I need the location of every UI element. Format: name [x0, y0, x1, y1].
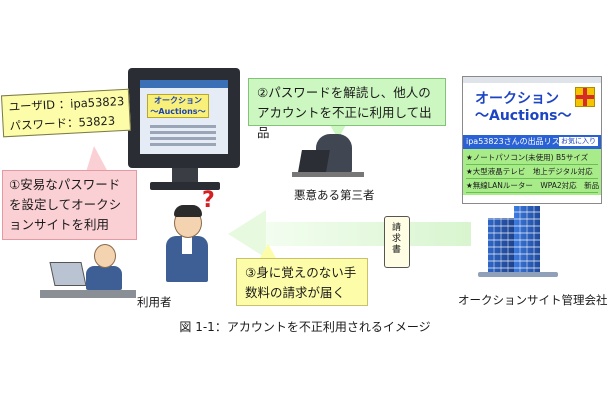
company-building-tower	[514, 206, 540, 274]
auction-site-screenshot: オークション 〜Auctions〜 ipa53823さんの出品リスト お気に入り…	[462, 76, 602, 204]
auction-item: ★無線LANルーター WPA2対応 新品	[466, 179, 599, 193]
laptop-user-head	[94, 244, 116, 268]
monitor-line	[150, 131, 216, 134]
auction-company-label: オークションサイト管理会社	[458, 293, 608, 307]
auction-list-title: ipa53823さんの出品リスト	[466, 137, 568, 146]
step1-callout: ①安易なパスワードを設定してオークションサイトを利用	[2, 170, 137, 240]
credentials-note: ユーザID ：ipa53823 パスワード：53823	[0, 88, 132, 138]
auction-title-line2: 〜Auctions〜	[475, 108, 572, 124]
step3-callout-tail	[260, 244, 276, 258]
auction-item: ★大型液晶テレビ 地上デジタル対応	[466, 165, 598, 179]
auction-banner: オークション 〜Auctions〜	[463, 83, 601, 135]
auction-browser-bar	[463, 77, 601, 83]
monitor-line	[150, 137, 216, 140]
laptop-desk	[40, 290, 136, 298]
favorite-badge: お気に入り	[559, 137, 598, 146]
malicious-third-party-label: 悪意ある第三者	[294, 188, 375, 202]
invoice-arrow-head	[228, 210, 266, 258]
monitor-content-lines	[150, 122, 216, 149]
company-building-icon	[488, 218, 516, 274]
monitor-auction-title-2: 〜Auctions〜	[150, 107, 206, 116]
step1-callout-tail	[86, 146, 108, 172]
laptop-icon	[49, 262, 87, 286]
gift-box-icon	[575, 87, 595, 107]
question-mark-icon: ?	[202, 188, 215, 213]
company-building-ground	[478, 272, 558, 277]
auction-title: オークション 〜Auctions〜	[475, 91, 572, 125]
invoice-label: 請求書	[392, 223, 402, 255]
monitor-auction-title-1: オークション	[154, 96, 202, 105]
figure-caption: 図 1-1：アカウントを不正利用されるイメージ	[179, 320, 431, 334]
monitor-base	[150, 182, 220, 190]
monitor-line	[150, 143, 216, 146]
step3-callout: ③身に覚えのない手数料の請求が届く	[236, 258, 368, 306]
user-figure-shirt	[182, 236, 192, 254]
laptop-user-body	[86, 266, 122, 290]
auction-item: ★ノートパソコン(未使用) B5サイズ	[466, 151, 598, 165]
hacker-desk	[292, 172, 364, 177]
hacker-laptop	[298, 150, 330, 172]
invoice-arrow-shaft	[265, 222, 471, 246]
monitor-line	[150, 125, 216, 128]
step2-callout: ②パスワードを解読し、他人のアカウントを不正に利用して出品	[248, 78, 446, 140]
monitor-stand	[172, 168, 198, 182]
user-label: 利用者	[137, 295, 172, 309]
monitor-browser-bar	[140, 80, 228, 88]
auction-list-header: ipa53823さんの出品リスト お気に入り	[463, 135, 601, 149]
auction-item-list: ★ノートパソコン(未使用) B5サイズ ★大型液晶テレビ 地上デジタル対応 ★無…	[463, 149, 601, 195]
auction-title-line1: オークション	[475, 91, 559, 107]
monitor-auction-banner: オークション 〜Auctions〜	[147, 94, 209, 118]
user-figure-hair	[174, 205, 202, 217]
invoice-scroll: 請求書	[384, 216, 410, 268]
